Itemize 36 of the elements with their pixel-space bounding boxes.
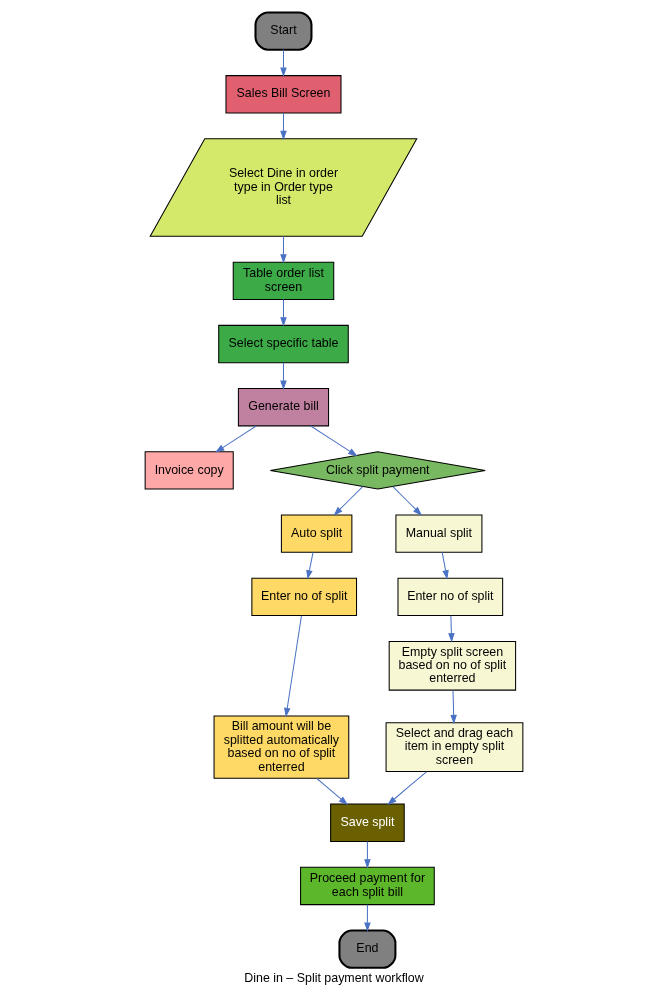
arrow <box>387 771 427 805</box>
node-box: End <box>338 929 397 969</box>
arrow <box>333 486 364 516</box>
arrow <box>364 840 371 869</box>
arrow <box>280 49 287 77</box>
arrow <box>441 551 449 580</box>
arrow <box>280 299 287 327</box>
node-box: Manual split <box>395 514 483 553</box>
node-box: Enter no of split <box>251 577 358 616</box>
node-box: Empty split screen based on no of split enterred <box>388 640 517 691</box>
arrow <box>284 615 302 718</box>
node-box: Bill amount will be splitted automatically based on no of split enterred <box>213 715 350 779</box>
node-box: Auto split <box>280 514 353 553</box>
arrow <box>280 235 287 264</box>
arrow <box>450 689 457 725</box>
node-box: Enter no of split <box>397 577 504 616</box>
node-box: Save split <box>330 803 405 842</box>
node-box: Sales Bill Screen <box>225 75 342 114</box>
arrow <box>215 425 257 453</box>
arrow <box>316 778 348 806</box>
arrow <box>306 551 314 580</box>
arrow <box>280 112 287 141</box>
arrow <box>448 615 455 643</box>
arrow <box>364 904 371 932</box>
node-box: Generate bill <box>237 388 330 427</box>
node-box: Select and drag each item in empty split screen <box>385 722 524 772</box>
node-box: Table order list screen <box>232 261 335 300</box>
arrow <box>280 362 287 390</box>
arrow <box>310 425 358 457</box>
arrow <box>392 486 423 516</box>
caption: Dine in – Split payment workflow <box>244 970 424 985</box>
node-box: Select specific table <box>218 324 349 364</box>
node-box: Start <box>254 11 313 51</box>
node-box: Proceed payment for each split bill <box>300 866 435 906</box>
node-diamond: Click split payment <box>269 451 486 490</box>
node-box: Invoice copy <box>144 451 234 490</box>
